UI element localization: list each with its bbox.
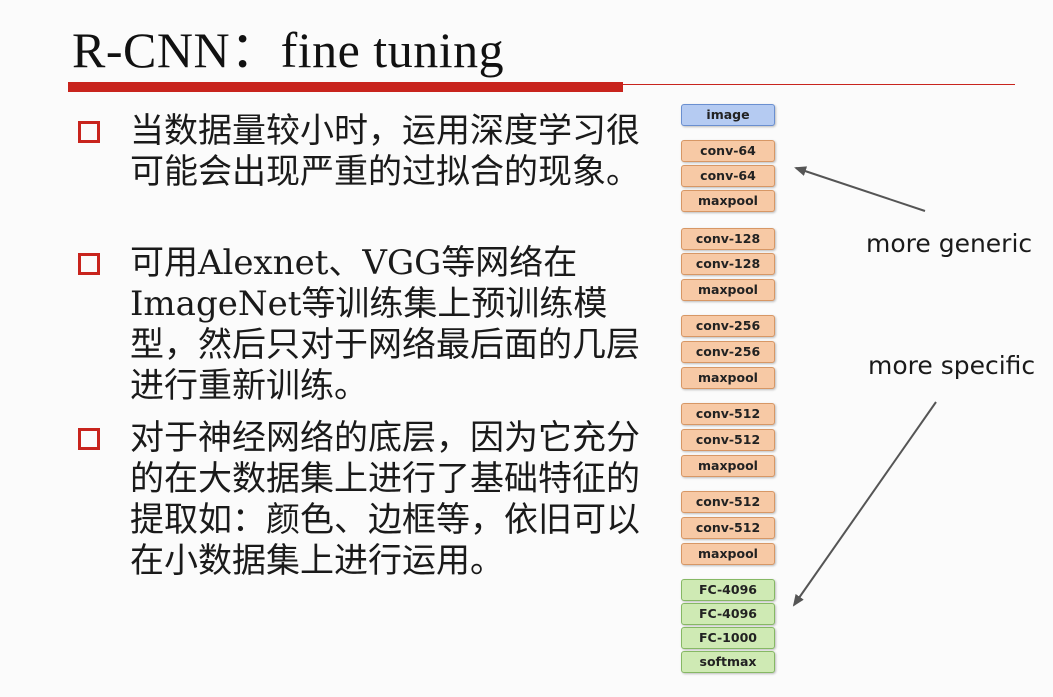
layer-image: image [681,104,775,126]
layer-conv128-2: conv-128 [681,253,775,275]
layer-conv64-1: conv-64 [681,140,775,162]
bullet-marker-2 [78,253,100,275]
layer-fc4096-2: FC-4096 [681,603,775,625]
layer-conv512-2: conv-512 [681,429,775,451]
layer-conv512-1: conv-512 [681,403,775,425]
layer-fc1000: FC-1000 [681,627,775,649]
bullet-marker-3 [78,428,100,450]
title-rule [623,84,1015,85]
layer-conv64-2: conv-64 [681,165,775,187]
label-more-generic: more generic [866,229,1033,258]
layer-maxpool-2: maxpool [681,279,775,301]
arrow-to-conv64 [794,166,926,212]
title-underline [68,82,623,92]
layer-maxpool-5: maxpool [681,543,775,565]
label-more-specific: more specific [868,351,1036,380]
layer-conv256-2: conv-256 [681,341,775,363]
layer-softmax: softmax [681,651,775,673]
slide-title: R-CNN：fine tuning [72,22,505,78]
layer-conv256-1: conv-256 [681,315,775,337]
bullet-text-3: 对于神经网络的底层，因为它充分的在大数据集上进行了基础特征的提取如：颜色、边框等… [130,418,640,581]
layer-conv512-4: conv-512 [681,517,775,539]
layer-conv128-1: conv-128 [681,228,775,250]
arrow-to-fc4096 [792,401,937,607]
layer-maxpool-4: maxpool [681,455,775,477]
bullet-marker-1 [78,121,100,143]
bullet-text-2: 可用Alexnet、VGG等网络在ImageNet等训练集上预训练模型，然后只对… [130,243,640,406]
layer-maxpool-1: maxpool [681,190,775,212]
layer-maxpool-3: maxpool [681,367,775,389]
layer-conv512-3: conv-512 [681,491,775,513]
bullet-text-1: 当数据量较小时，运用深度学习很可能会出现严重的过拟合的现象。 [130,111,640,192]
layer-fc4096-1: FC-4096 [681,579,775,601]
